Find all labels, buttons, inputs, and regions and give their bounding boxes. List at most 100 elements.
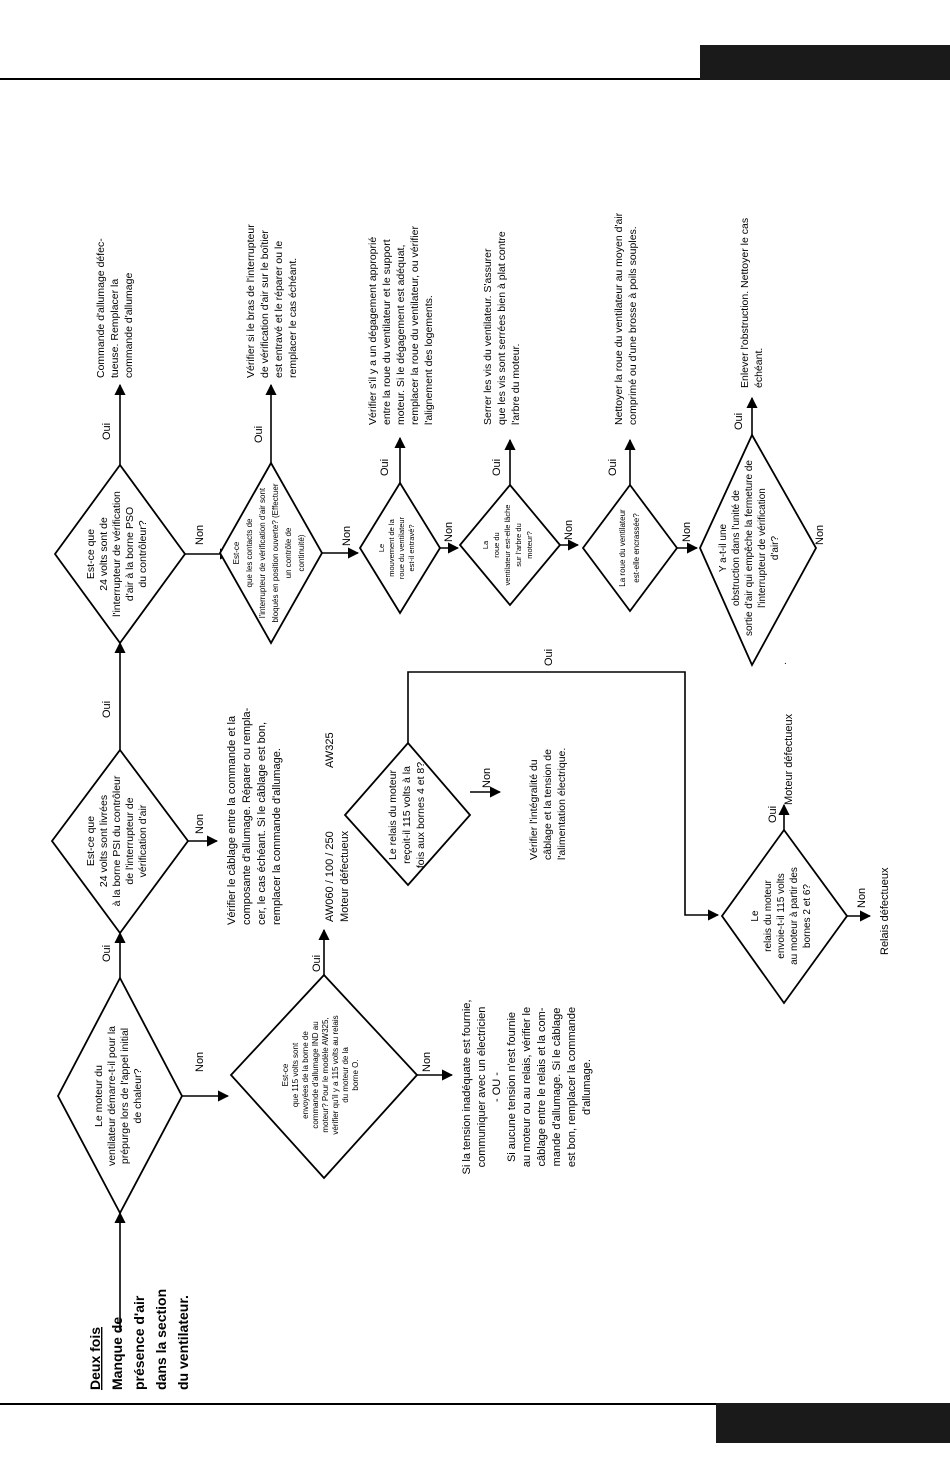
svg-text:roue du: roue du xyxy=(492,532,501,557)
svg-text:Est-ce: Est-ce xyxy=(232,541,241,564)
svg-text:Serrer les vis du ventilateur.: Serrer les vis du ventilateur. S'assurer xyxy=(482,248,494,425)
label-non-d2: Non xyxy=(194,814,206,834)
decision-5-text: Est-ce que les contacts de l'interrupteu… xyxy=(232,483,306,622)
svg-text:remplacer le cas échéant.: remplacer le cas échéant. xyxy=(287,258,299,378)
decision-6-text: Le mouvement de la roue du ventilateur e… xyxy=(377,516,416,579)
decision-4-text: Est-ce que 115 volts sont envoyées de la… xyxy=(281,1015,360,1134)
svg-text:moteur. Si le dégagement est a: moteur. Si le dégagement est adéquat, xyxy=(395,245,407,425)
decision-2-text: Est-ce que 24 volts sont livrées à la bo… xyxy=(85,775,149,906)
svg-text:commande d'allumage IND au: commande d'allumage IND au xyxy=(311,1021,320,1128)
svg-text:fois aux bornes 4 et 8?: fois aux bornes 4 et 8? xyxy=(415,762,427,868)
result-aw325: AW325 xyxy=(324,732,336,768)
svg-text:Vérifier si le bras de l'inter: Vérifier si le bras de l'interrupteur xyxy=(245,224,257,378)
svg-text:Enlever l'obstruction. Nettoye: Enlever l'obstruction. Nettoyer le cas xyxy=(739,218,751,388)
svg-text:envoie-t-il 115 volts: envoie-t-il 115 volts xyxy=(776,873,787,958)
svg-text:moteur? Pour le modèle AW325,: moteur? Pour le modèle AW325, xyxy=(321,1017,330,1132)
label-non-d6: Non xyxy=(443,522,455,542)
result-degagement: Vérifier s'il y a un dégagement appropri… xyxy=(367,225,435,425)
svg-text:tueuse. Remplacer la: tueuse. Remplacer la xyxy=(109,279,121,378)
svg-text:roue du ventilateur: roue du ventilateur xyxy=(397,516,406,579)
svg-text:l'interrupteur de vérification: l'interrupteur de vérification d'air son… xyxy=(258,487,267,618)
label-oui-d3: Oui xyxy=(101,423,113,440)
title-line-5: du ventilateur. xyxy=(175,1295,191,1390)
svg-text:Y a-t-il une: Y a-t-il une xyxy=(718,523,729,572)
svg-text:de chaleur?: de chaleur? xyxy=(132,1068,144,1123)
decision-11-diamond xyxy=(720,828,849,1005)
svg-text:comprimé ou d'une brosse à poi: comprimé ou d'une brosse à poils souples… xyxy=(627,226,639,425)
svg-text:sortie d'air qui empêche la fe: sortie d'air qui empêche la fermeture de xyxy=(744,460,755,636)
decision-8-diamond xyxy=(581,483,679,613)
decision-7-text: La roue du ventilateur est-elle lâche su… xyxy=(481,505,534,586)
result-nettoyer: Nettoyer la roue du ventilateur au moyen… xyxy=(613,212,639,425)
decision-10-text: Le relais du moteur reçoit-il 115 volts … xyxy=(387,762,427,868)
decision-2-diamond xyxy=(50,748,190,935)
decision-8-text: La roue du ventilateur est-elle encrassé… xyxy=(618,509,641,587)
decision-5-diamond xyxy=(218,461,324,645)
svg-text:échéant.: échéant. xyxy=(753,348,765,388)
label-non-d9: Non xyxy=(814,525,826,545)
svg-text:est entravé et le réparer ou l: est entravé et le réparer ou le xyxy=(273,241,285,378)
svg-text:du moteur de la: du moteur de la xyxy=(341,1047,350,1103)
svg-text:câblage entre le relais et la: câblage entre le relais et la com- xyxy=(536,1007,548,1166)
title-line-1: Deux fois xyxy=(87,1327,103,1390)
svg-text:Vérifier l'intégralité du: Vérifier l'intégralité du xyxy=(528,759,540,860)
svg-text:l'arbre du moteur.: l'arbre du moteur. xyxy=(510,344,522,425)
svg-text:l'alimentation électrique.: l'alimentation électrique. xyxy=(556,748,568,860)
decision-6-diamond xyxy=(358,481,442,615)
svg-text:Commande d'allumage défec-: Commande d'allumage défec- xyxy=(95,238,107,378)
decision-1-diamond xyxy=(56,976,184,1215)
svg-text:Si aucune tension n'est fourni: Si aucune tension n'est fournie xyxy=(506,1012,518,1162)
svg-text:est bon, remplacer la commande: est bon, remplacer la commande xyxy=(566,1007,578,1167)
svg-text:communiquer avec un électricie: communiquer avec un électricien xyxy=(476,1007,488,1168)
connector-d10-d11-oui xyxy=(407,671,720,921)
result-obstruction: Enlever l'obstruction. Nettoyer le cas é… xyxy=(739,218,765,388)
svg-text:au moteur à partir des: au moteur à partir des xyxy=(789,867,800,965)
decision-1-text: Le moteur du ventilateur démarre-t-il po… xyxy=(93,1026,144,1166)
title-line-2: Manque de xyxy=(109,1317,125,1390)
decision-9-diamond xyxy=(699,433,818,668)
svg-text:d'allumage.: d'allumage. xyxy=(581,1059,593,1115)
svg-text:de vérification d'air sur le b: de vérification d'air sur le boîtier xyxy=(259,230,271,378)
svg-text:Le moteur du: Le moteur du xyxy=(93,1065,105,1127)
svg-text:vérifier qu'il y a 115 volts a: vérifier qu'il y a 115 volts au relais xyxy=(331,1015,340,1134)
svg-text:l'alignement des logements.: l'alignement des logements. xyxy=(423,295,435,425)
label-oui-d4: Oui xyxy=(311,955,323,972)
svg-text:bornes 2 et 6?: bornes 2 et 6? xyxy=(802,884,813,948)
label-non-d5: Non xyxy=(341,526,353,546)
svg-text:câblage et la tension de: câblage et la tension de xyxy=(542,749,554,860)
svg-text:reçoit-il 115 volts à la: reçoit-il 115 volts à la xyxy=(401,766,413,864)
decision-11-text: Le relais du moteur envoie-t-il 115 volt… xyxy=(750,867,813,965)
svg-text:un contrôle de: un contrôle de xyxy=(284,527,293,578)
svg-text:remplacer la commande d'alluma: remplacer la commande d'allumage. xyxy=(271,748,283,925)
svg-text:Si la tension inadéquate est f: Si la tension inadéquate est fournie, xyxy=(461,1000,473,1175)
svg-text:de l'interrupteur de: de l'interrupteur de xyxy=(124,797,136,884)
svg-text:commande d'allumage: commande d'allumage xyxy=(123,273,135,378)
svg-text:prépurge lors de l'appel initi: prépurge lors de l'appel initial xyxy=(119,1028,131,1164)
svg-text:envoyées de la borne de: envoyées de la borne de xyxy=(301,1031,310,1119)
svg-text:obstruction dans l'unité de: obstruction dans l'unité de xyxy=(731,490,742,606)
title-line-3: présence d'air xyxy=(131,1295,147,1390)
branch-labels: Oui Oui Oui Non Non Non Oui Non Oui Non … xyxy=(101,413,868,1072)
svg-text:bloqués en position ouverte? (: bloqués en position ouverte? (Effectuer xyxy=(271,483,280,622)
svg-text:La roue du ventilateur: La roue du ventilateur xyxy=(618,509,627,587)
decision-3-text: Est-ce que 24 volts sont de l'interrupte… xyxy=(85,491,149,617)
svg-text:moteur?: moteur? xyxy=(525,531,534,559)
label-oui-d10: Oui xyxy=(543,649,555,666)
svg-text:vérification d'air: vérification d'air xyxy=(137,804,149,877)
footer-band xyxy=(716,1403,950,1443)
svg-text:que les vis sont serrées bien: que les vis sont serrées bien à plat con… xyxy=(496,231,508,425)
svg-text:mouvement de la: mouvement de la xyxy=(387,518,396,576)
header-band xyxy=(700,45,950,80)
connectors xyxy=(114,383,872,1330)
stray-dot: . xyxy=(784,656,787,667)
result-bras: Vérifier si le bras de l'interrupteur de… xyxy=(245,224,299,378)
footer-rule xyxy=(0,1403,716,1405)
result-relais-defectueux: Relais défectueux xyxy=(879,867,891,955)
svg-text:remplacer la roue du ventilate: remplacer la roue du ventilateur, ou vér… xyxy=(409,225,421,425)
svg-text:Est-ce: Est-ce xyxy=(281,1063,290,1086)
label-non-d8: Non xyxy=(681,522,693,542)
svg-text:- OU -: - OU - xyxy=(491,1072,503,1102)
decision-7-diamond xyxy=(458,483,562,607)
